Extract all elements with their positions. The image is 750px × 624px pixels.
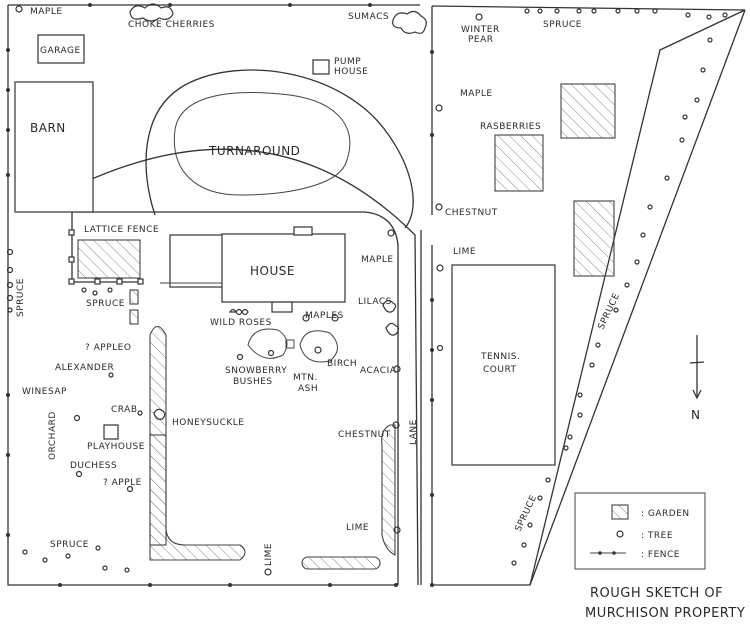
playhouse xyxy=(103,424,119,440)
garden-rasberries xyxy=(494,134,544,192)
lane-label: LANE xyxy=(409,419,419,445)
north-label: N xyxy=(691,407,700,421)
mtn-ash-label-2: ASH xyxy=(298,384,318,394)
mtn-ash-marker xyxy=(285,339,295,349)
apple-q2-label: ? APPLE xyxy=(103,478,142,488)
tennis-court-label-2: COURT xyxy=(483,365,517,375)
lime-lane-label: LIME xyxy=(346,523,369,533)
turnaround-label: TURNAROUND xyxy=(208,144,300,158)
winter-pear-label-1: WINTER xyxy=(461,25,500,35)
rasberries-label: RASBERRIES xyxy=(480,122,541,132)
snowberry-label-2: BUSHES xyxy=(233,377,273,387)
pump-house-label-2: HOUSE xyxy=(334,67,368,77)
birch-label: BIRCH xyxy=(327,359,357,369)
garden-small-1 xyxy=(129,289,139,305)
duchess-label: DUCHESS xyxy=(70,461,117,471)
legend-garden-label: : GARDEN xyxy=(641,509,690,519)
lilacs-shrub-2 xyxy=(385,322,400,336)
maple-nw-label: MAPLE xyxy=(30,7,63,17)
legend xyxy=(574,492,706,570)
wild-roses-label: WILD ROSES xyxy=(210,318,272,328)
winter-pear-label-2: PEAR xyxy=(468,35,494,45)
west-parcel-fence xyxy=(7,4,420,586)
acacia-label: ACACIA xyxy=(360,366,397,376)
pump-house-label-1: PUMP xyxy=(334,57,361,67)
legend-fence-label: : FENCE xyxy=(641,550,680,560)
playhouse-label: PLAYHOUSE xyxy=(87,442,145,452)
barn xyxy=(14,81,94,213)
alexander-label: ALEXANDER xyxy=(55,363,114,373)
orchard-label: ORCHARD xyxy=(48,411,58,460)
spruce-mid-label: SPRUCE xyxy=(86,299,125,309)
spruce-sw-label: SPRUCE xyxy=(50,540,89,550)
snowberry-label-1: SNOWBERRY xyxy=(225,366,287,376)
trees xyxy=(6,5,728,576)
crab-label: CRAB xyxy=(111,405,138,415)
garden-lane-strip xyxy=(381,424,396,556)
chestnut-ne-label: CHESTNUT xyxy=(445,208,498,218)
lime-bottom-label: LIME xyxy=(264,543,274,566)
honeysuckle-label: HONEYSUCKLE xyxy=(172,418,244,428)
garden-bottom xyxy=(301,556,381,570)
garden-small-2 xyxy=(129,309,139,325)
lane xyxy=(39,148,422,586)
garage xyxy=(37,34,85,64)
sumacs-label: SUMACS xyxy=(348,12,389,22)
garden-east xyxy=(573,200,615,277)
spruce-diag2-label: SPRUCE xyxy=(514,494,540,534)
garden-strip-south xyxy=(149,434,167,546)
north-arrow xyxy=(689,335,705,400)
maple-ne-label: MAPLE xyxy=(460,89,493,99)
honeysuckle-shrub xyxy=(153,408,166,420)
house xyxy=(160,226,346,313)
maples-label: MAPLES xyxy=(305,311,344,321)
winesap-label: WINESAP xyxy=(22,387,67,397)
lilacs-label: LILACS xyxy=(358,297,392,307)
sumacs-shrub xyxy=(392,10,427,34)
mtn-ash-label-1: MTN. xyxy=(293,373,318,383)
garden-ne xyxy=(560,83,616,139)
wild-roses-shrub xyxy=(228,308,249,316)
legend-garden-swatch xyxy=(611,504,629,520)
maple-house-label: MAPLE xyxy=(361,255,394,265)
garden-lattice xyxy=(77,239,141,279)
chestnut-lane-label: CHESTNUT xyxy=(338,430,391,440)
pump-house xyxy=(312,59,330,75)
apple-q1-label: ? APPLEO xyxy=(85,343,131,353)
tennis-court-label-1: TENNIS. xyxy=(480,352,520,362)
tennis-court xyxy=(451,264,556,466)
snowberry-bush-1 xyxy=(247,328,288,359)
lime-east-label: LIME xyxy=(453,247,476,257)
spruce-west-label: SPRUCE xyxy=(16,278,26,317)
lilacs-shrub-1 xyxy=(382,299,397,313)
garage-label: GARAGE xyxy=(40,46,81,56)
title-line-1: ROUGH SKETCH OF xyxy=(590,586,723,601)
house-label: HOUSE xyxy=(250,264,295,278)
turnaround-loop xyxy=(145,69,414,229)
snowberry-bush-2 xyxy=(299,330,338,363)
title-line-2: MURCHISON PROPERTY xyxy=(585,606,745,621)
legend-tree-symbol xyxy=(616,530,624,538)
choke-cherries-shrub xyxy=(129,3,174,22)
shrubs xyxy=(129,3,427,420)
lattice-fence-label: LATTICE FENCE xyxy=(84,225,159,235)
choke-cherries-label: CHOKE CHERRIES xyxy=(128,20,215,30)
spruce-ne-label: SPRUCE xyxy=(543,20,582,30)
legend-tree-label: : TREE xyxy=(641,531,673,541)
fence-posts xyxy=(6,3,434,587)
east-parcel-fence xyxy=(431,5,746,586)
barn-label: BARN xyxy=(30,121,66,135)
